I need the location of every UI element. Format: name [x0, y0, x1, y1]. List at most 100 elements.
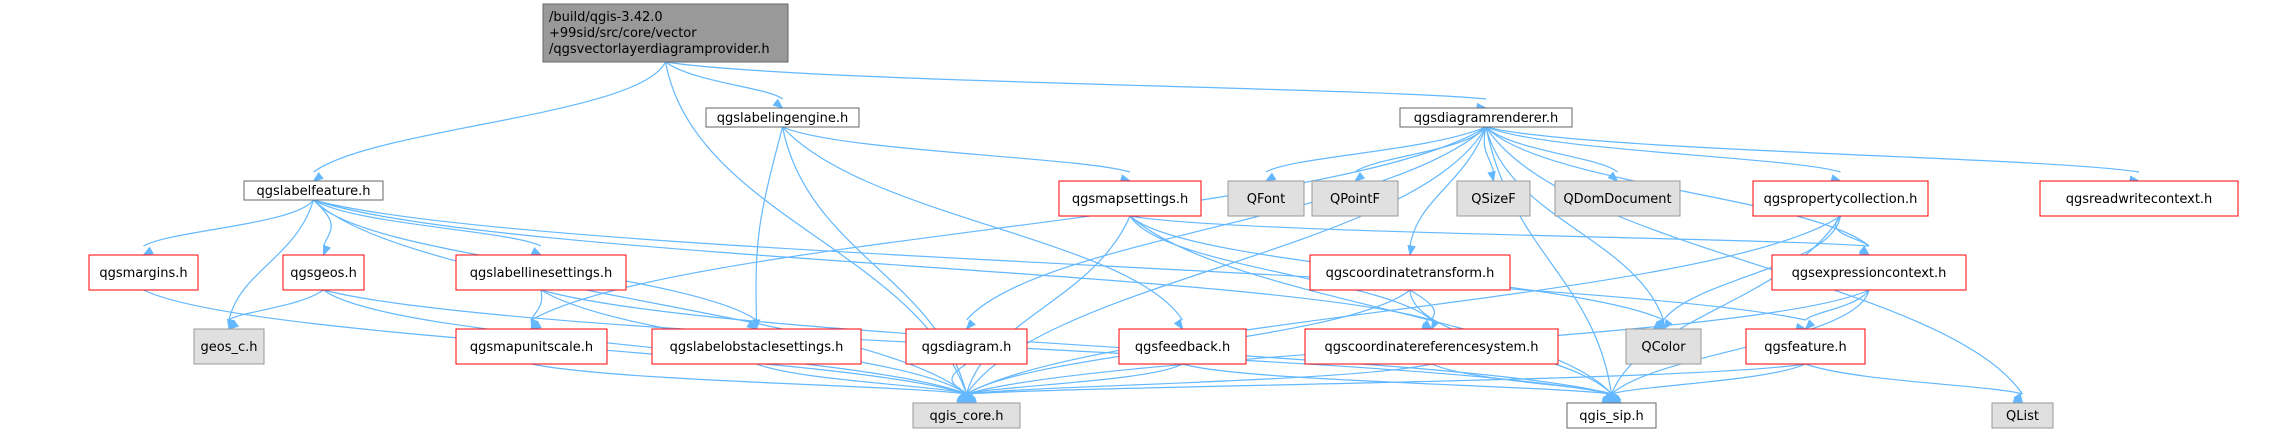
edge-line — [540, 289, 1612, 395]
edge-arrowhead — [322, 244, 331, 257]
edge-arrowhead — [965, 319, 976, 331]
edge-qgsgeos-to-geos_c — [227, 289, 324, 330]
edge-arrowhead — [530, 318, 539, 331]
edge-arrowhead — [746, 320, 758, 330]
edge-arrowhead — [1421, 319, 1433, 330]
node-qgsgeos[interactable]: qgsgeos.h — [282, 254, 365, 291]
node-label: qgsmapunitscale.h — [470, 340, 593, 355]
node-box — [1752, 180, 1929, 217]
edge-line — [323, 289, 967, 395]
edge-qgsdiagramrenderer-to-qpointf — [1353, 126, 1487, 182]
edge-line — [966, 215, 1841, 395]
node-box — [1771, 254, 1967, 291]
edge-qgscoordinatereferencesystem-to-qgis_sip — [1431, 363, 1613, 404]
node-box — [905, 328, 1028, 365]
edge-root-to-qgslabelfeature — [312, 61, 667, 182]
edge-line — [966, 363, 1806, 395]
edge-line — [951, 363, 967, 395]
edge-qgslabelingengine-to-qgsmapsettings — [782, 126, 1132, 183]
edge-qgsmapsettings-to-qgis_core — [964, 215, 1131, 405]
edge-line — [1485, 126, 1618, 173]
node-qgsmargins[interactable]: qgsmargins.h — [88, 254, 199, 291]
edge-line — [1129, 215, 1432, 321]
edge-qgsfeature-to-qlist — [1805, 363, 2024, 405]
node-qfont: QFont — [1227, 180, 1305, 217]
edge-qgslabelingengine-to-qgsfeedback — [782, 126, 1184, 331]
dependency-nodes: /build/qgis-3.42.0+99sid/src/core/vector… — [88, 3, 2239, 429]
node-qgsdiagramrenderer[interactable]: qgsdiagramrenderer.h — [1399, 107, 1573, 128]
node-box — [1309, 254, 1511, 291]
node-label: qgsgeos.h — [290, 266, 357, 281]
node-qgis_sip[interactable]: qgis_sip.h — [1566, 402, 1657, 429]
node-qgscoordinatereferencesystem[interactable]: qgscoordinatereferencesystem.h — [1304, 328, 1559, 365]
edge-qgsexpressioncontext-to-qgsfeature — [1804, 289, 1870, 330]
node-box — [1118, 328, 1247, 365]
node-qgslabelfeature[interactable]: qgslabelfeature.h — [243, 180, 384, 201]
node-qgspropertycollection[interactable]: qgspropertycollection.h — [1752, 180, 1929, 217]
edge-arrowhead — [956, 393, 968, 404]
node-box — [651, 328, 862, 365]
node-qgsreadwritecontext[interactable]: qgsreadwritecontext.h — [2039, 180, 2239, 217]
edge-line — [1485, 126, 2140, 173]
edge-arrowhead — [1264, 172, 1277, 182]
node-label: qgsdiagramrenderer.h — [1414, 111, 1558, 126]
edge-line — [1485, 126, 1613, 395]
edge-line — [965, 215, 1131, 395]
edge-qgsdiagramrenderer-to-qcolor — [1485, 126, 1665, 331]
node-box — [455, 328, 608, 365]
node-qgsmapunitscale[interactable]: qgsmapunitscale.h — [455, 328, 608, 365]
node-label: qgsdiagram.h — [922, 340, 1012, 355]
node-label: qgsfeature.h — [1764, 340, 1847, 355]
node-box — [193, 328, 265, 365]
edge-arrowhead — [1353, 171, 1366, 182]
edge-qgslabellinesettings-to-qgsmapunitscale — [530, 289, 543, 331]
node-box — [2039, 180, 2239, 217]
node-label: QPointF — [1330, 192, 1380, 207]
edge-qgscoordinatetransform-to-qgscoordinatereferencesystem — [1409, 289, 1440, 331]
node-qgsdiagram[interactable]: qgsdiagram.h — [905, 328, 1028, 365]
node-qgsfeature[interactable]: qgsfeature.h — [1745, 328, 1866, 365]
edge-line — [966, 126, 1487, 321]
edge-line — [1485, 126, 2023, 395]
node-qgslabellinesettings[interactable]: qgslabellinesettings.h — [455, 254, 627, 291]
node-box — [542, 3, 789, 63]
edge-line — [665, 61, 783, 100]
edge-qgspropertycollection-to-qgis_core — [965, 215, 1841, 404]
node-qgsexpressioncontext[interactable]: qgsexpressioncontext.h — [1771, 254, 1967, 291]
node-box — [1745, 328, 1866, 365]
node-label: qgis_sip.h — [1579, 409, 1643, 424]
node-box — [88, 254, 199, 291]
edge-line — [1409, 289, 1436, 321]
node-qgslabelingengine[interactable]: qgslabelingengine.h — [705, 107, 860, 128]
node-qgsfeedback[interactable]: qgsfeedback.h — [1118, 328, 1247, 365]
node-label: qgslabelingengine.h — [717, 111, 849, 126]
node-label: qgslabelfeature.h — [256, 184, 370, 199]
node-root: /build/qgis-3.42.0+99sid/src/core/vector… — [542, 3, 789, 63]
edge-line — [313, 199, 1432, 321]
edge-line — [143, 199, 314, 247]
node-box — [912, 402, 1021, 429]
node-qgsmapsettings[interactable]: qgsmapsettings.h — [1058, 180, 1202, 217]
edge-arrowhead — [1430, 318, 1440, 331]
node-label: qgscoordinatereferencesystem.h — [1324, 340, 1538, 355]
edge-arrowhead — [1407, 244, 1416, 257]
node-qgscoordinatetransform[interactable]: qgscoordinatetransform.h — [1309, 254, 1511, 291]
edge-qgspropertycollection-to-qcolor — [1662, 215, 1842, 331]
node-box — [1304, 328, 1559, 365]
node-label: qgsexpressioncontext.h — [1792, 266, 1947, 281]
edge-qgslabelfeature-to-qgsmargins — [142, 199, 314, 256]
edge-line — [1611, 363, 1806, 395]
node-box — [1311, 180, 1399, 217]
edge-line — [1663, 215, 1842, 321]
edge-line — [966, 363, 1183, 395]
edge-line — [228, 199, 315, 321]
node-label: QSizeF — [1471, 192, 1515, 207]
node-qgslabelobstaclesettings[interactable]: qgslabelobstaclesettings.h — [651, 328, 862, 365]
node-box — [1456, 180, 1531, 217]
edge-line — [755, 126, 784, 321]
node-qlist: QList — [1991, 402, 2054, 429]
edge-line — [1129, 215, 1870, 247]
edge-arrowhead — [1173, 318, 1184, 331]
node-label: qgsfeedback.h — [1135, 340, 1230, 355]
